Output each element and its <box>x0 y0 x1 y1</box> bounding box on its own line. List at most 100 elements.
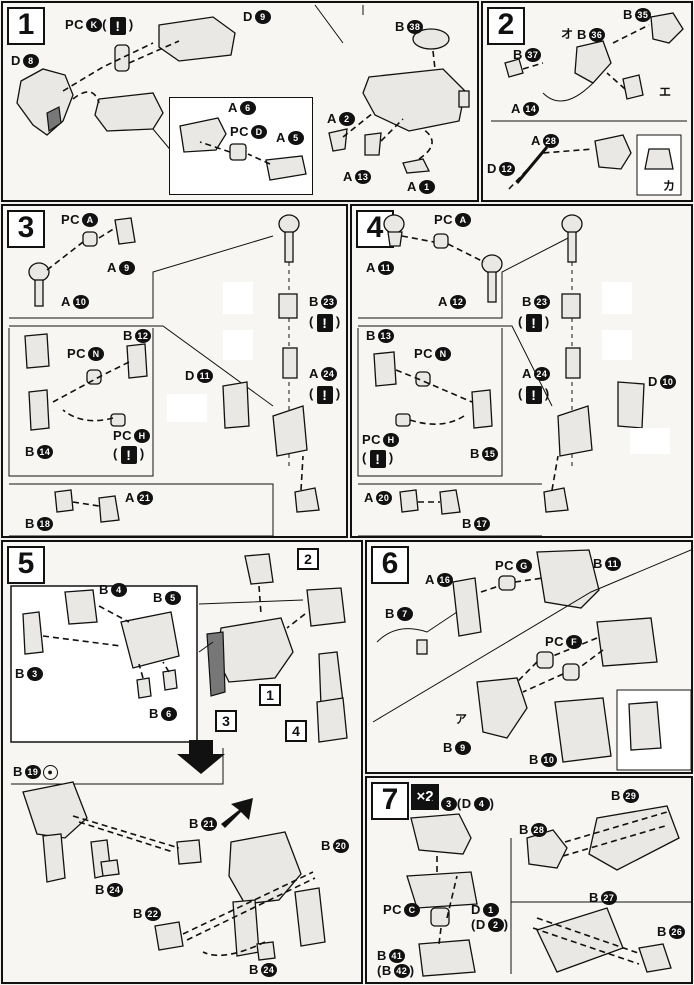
cut-mark-c: カ <box>663 179 676 193</box>
step-ref-1: 1 <box>259 684 281 706</box>
warn-a24: (!) <box>518 386 550 404</box>
cut-mark-d: ア <box>455 712 468 726</box>
step-4-drawing <box>357 214 670 536</box>
step-ref-2: 2 <box>297 548 319 570</box>
inset-drawing <box>179 117 307 181</box>
warn-a24: (!) <box>309 386 341 404</box>
step-number: 5 <box>7 546 45 584</box>
warning-icon: ! <box>369 450 386 468</box>
warn-pc-h: (!) <box>362 450 394 468</box>
warning-icon: ! <box>525 386 542 404</box>
warning-icon: ! <box>525 314 542 332</box>
step-number: 6 <box>371 546 409 584</box>
socket-icon: ● <box>42 765 58 780</box>
warn-b23: (!) <box>309 314 341 332</box>
cut-mark-a: オ <box>561 27 574 41</box>
step-6-drawing <box>372 549 691 771</box>
warning-icon: ! <box>316 314 333 332</box>
multiplier-badge: ×2 <box>411 784 439 810</box>
step-ref-4: 4 <box>285 720 307 742</box>
warning-icon: ! <box>316 386 333 404</box>
warning-icon: ! <box>120 446 137 464</box>
cut-mark-b: エ <box>659 85 672 99</box>
step-ref-3: 3 <box>215 710 237 732</box>
step-7-drawing <box>406 805 691 977</box>
step-5-drawing <box>10 553 348 961</box>
step-number: 7 <box>371 782 409 820</box>
step-number: 2 <box>487 7 525 45</box>
warn-pc-h: (!) <box>113 446 145 464</box>
warning-icon: ! <box>109 17 126 35</box>
warn-b23: (!) <box>518 314 550 332</box>
step-number: 3 <box>7 210 45 248</box>
step-3-drawing <box>8 214 320 536</box>
step-2-drawing <box>491 12 687 196</box>
